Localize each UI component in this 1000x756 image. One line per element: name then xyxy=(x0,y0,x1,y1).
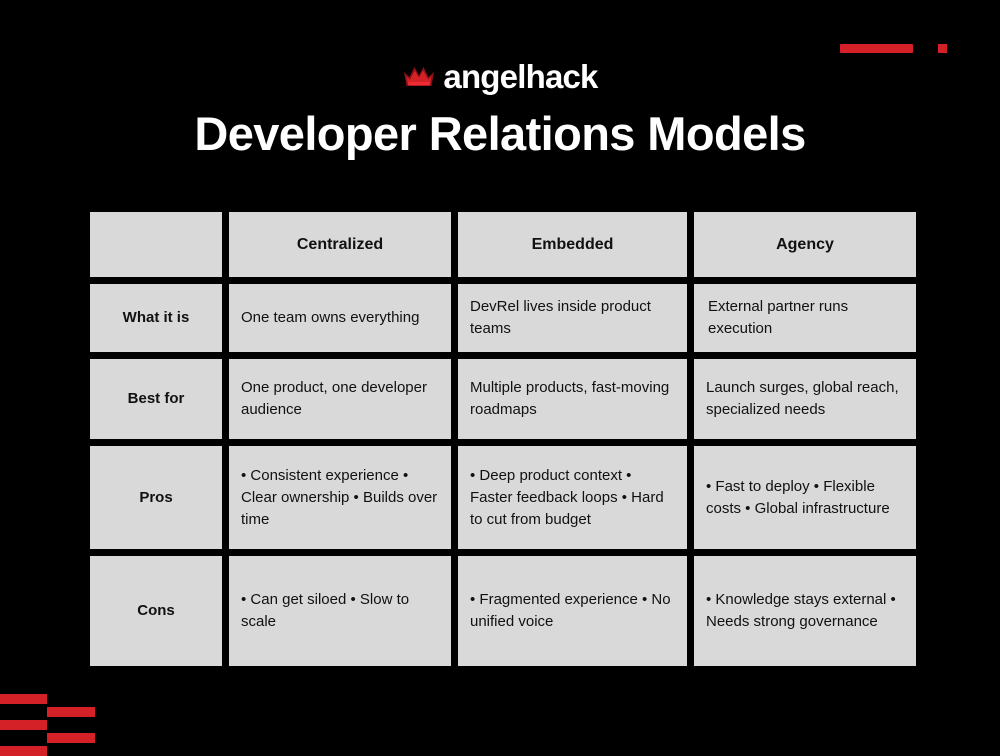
accent-stripe-icon xyxy=(0,720,47,730)
column-header-centralized: Centralized xyxy=(229,212,451,277)
cell-pros-embedded: • Deep product context • Faster feedback… xyxy=(458,446,687,549)
cell-text: Launch surges, global reach, specialized… xyxy=(706,379,899,418)
cell-text: DevRel lives inside product teams xyxy=(470,298,651,337)
logo-wordmark: angelhack xyxy=(443,57,598,95)
crown-icon xyxy=(404,66,435,86)
cell-text: Multiple products, fast-moving roadmaps xyxy=(470,379,670,418)
cell-what-it-is-embedded: DevRel lives inside product teams xyxy=(458,284,687,352)
row-label-text: Pros xyxy=(139,488,173,506)
column-header-embedded: Embedded xyxy=(458,212,687,277)
table-row: What it is One team owns everything DevR… xyxy=(90,284,916,352)
table-row: Cons • Can get siloed • Slow to scale • … xyxy=(90,556,916,666)
cell-text: • Consistent experience • Clear ownershi… xyxy=(241,466,438,528)
table-header-row: Centralized Embedded Agency xyxy=(90,212,916,277)
top-right-decoration xyxy=(840,41,960,55)
bottom-left-decoration xyxy=(0,694,110,756)
accent-stripe-icon xyxy=(47,707,95,717)
cell-pros-agency: • Fast to deploy • Flexible costs • Glob… xyxy=(694,446,916,549)
row-label-cons: Cons xyxy=(90,556,222,666)
accent-stripe-icon xyxy=(47,733,95,743)
row-label-text: Cons xyxy=(137,602,175,619)
cell-text: • Deep product context • Faster feedback… xyxy=(470,466,664,528)
page-title: Developer Relations Models xyxy=(194,107,806,160)
cell-text: One team owns everything xyxy=(241,309,420,326)
table-row: Pros • Consistent experience • Clear own… xyxy=(90,446,916,549)
table-row: Best for One product, one developer audi… xyxy=(90,359,916,439)
brand-logo: angelhack xyxy=(0,55,1000,97)
cell-text: • Can get siloed • Slow to scale xyxy=(241,591,410,630)
row-label-what-it-is: What it is xyxy=(90,284,222,352)
cell-what-it-is-agency: External partner runs execution xyxy=(694,284,916,352)
row-label-pros: Pros xyxy=(90,446,222,549)
cell-best-for-centralized: One product, one developer audience xyxy=(229,359,451,439)
column-header-agency: Agency xyxy=(694,212,916,277)
accent-bar-icon xyxy=(840,44,913,53)
devrel-models-table: Centralized Embedded Agency What it is O… xyxy=(90,212,916,666)
cell-text: External partner runs execution xyxy=(708,298,849,337)
cell-cons-centralized: • Can get siloed • Slow to scale xyxy=(229,556,451,666)
row-label-text: What it is xyxy=(122,309,190,326)
table-corner-cell xyxy=(90,212,222,277)
cell-text: • Fast to deploy • Flexible costs • Glob… xyxy=(706,477,890,517)
cell-cons-embedded: • Fragmented experience • No unified voi… xyxy=(458,556,687,666)
cell-pros-centralized: • Consistent experience • Clear ownershi… xyxy=(229,446,451,549)
cell-best-for-embedded: Multiple products, fast-moving roadmaps xyxy=(458,359,687,439)
cell-text: One product, one developer audience xyxy=(241,379,427,418)
cell-cons-agency: • Knowledge stays external • Needs stron… xyxy=(694,556,916,666)
cell-best-for-agency: Launch surges, global reach, specialized… xyxy=(694,359,916,439)
accent-stripe-icon xyxy=(0,746,47,756)
cell-text: • Knowledge stays external • Needs stron… xyxy=(706,591,896,630)
accent-stripe-icon xyxy=(0,694,47,704)
row-label-best-for: Best for xyxy=(90,359,222,439)
cell-what-it-is-centralized: One team owns everything xyxy=(229,284,451,352)
row-label-text: Best for xyxy=(127,390,185,407)
cell-text: • Fragmented experience • No unified voi… xyxy=(470,591,671,630)
accent-square-icon xyxy=(938,44,947,53)
